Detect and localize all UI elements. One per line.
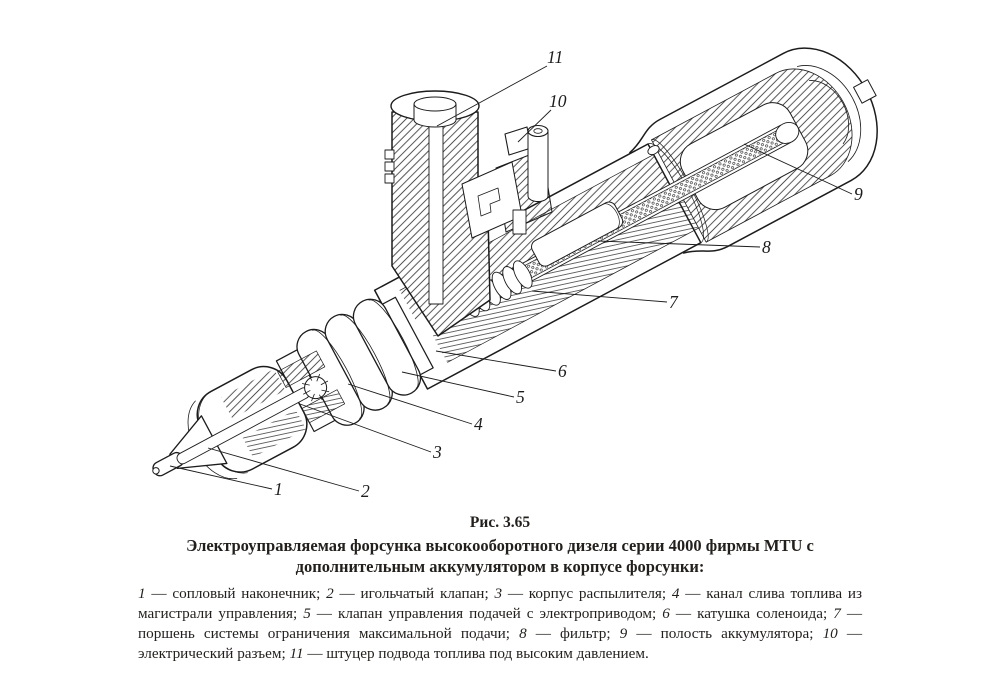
connector-tab-small <box>512 209 527 235</box>
figure-title: Электроуправляемая форсунка высокооборот… <box>186 536 814 577</box>
rib-arc <box>368 299 419 389</box>
callout-label-8: 8 <box>762 237 771 257</box>
callout-label-7: 7 <box>669 292 679 312</box>
top-face-hole <box>647 145 660 156</box>
rib-arc <box>312 329 363 419</box>
callout-label-9: 9 <box>854 184 863 204</box>
callout-label-11: 11 <box>547 47 563 67</box>
legend-item-text: — игольчатый клапан; <box>333 585 495 603</box>
valve-hatch-top <box>277 350 326 388</box>
callout-label-3: 3 <box>432 442 442 462</box>
leader-line-11 <box>436 65 548 127</box>
legend-item-number: 2 <box>326 585 334 603</box>
legend-item-number: 9 <box>619 625 628 643</box>
leader-line-9 <box>743 143 853 195</box>
leader-line-8 <box>597 240 761 248</box>
bulb-cut-shading-bottom <box>242 409 307 458</box>
callout-leaders <box>169 65 853 492</box>
channel-end-cap <box>775 122 800 144</box>
legend-item-text: — клапан управления подачей с электропри… <box>310 605 663 623</box>
figure-legend: 1 — сопловый наконечник; 2 — игольчатый … <box>138 584 862 664</box>
connector-socket <box>504 126 532 156</box>
fitting-bore-notch <box>413 104 457 128</box>
callout-label-5: 5 <box>516 387 525 407</box>
fitting-bore <box>428 121 444 305</box>
leader-line-10 <box>517 109 552 143</box>
legend-item-number: 6 <box>662 605 670 623</box>
rib-ring <box>352 298 422 396</box>
leader-line-6 <box>435 350 557 372</box>
valve-hatch-bottom <box>301 389 346 424</box>
control-valve <box>277 350 346 424</box>
leader-line-3 <box>299 403 432 453</box>
callout-label-2: 2 <box>361 481 370 501</box>
legend-item-text: — канал слива топлива из магистрали упра… <box>138 585 862 623</box>
legend-item-number: 5 <box>303 605 311 623</box>
dome-arc-inner <box>809 80 850 145</box>
sprayer-housing <box>187 365 308 480</box>
valve-teeth <box>301 373 330 402</box>
connector-pin-top <box>527 124 549 138</box>
dome-notch <box>853 79 877 104</box>
figure-drawing-area: 1 2 3 4 5 6 7 8 9 10 11 <box>152 47 878 501</box>
tip-orifice <box>152 467 160 475</box>
connector-pin-hole <box>533 128 543 134</box>
legend-item-text: — фильтр; <box>526 625 620 643</box>
rib-arc <box>340 314 391 404</box>
figure-caption: Рис. 3.65 Электроуправляемая форсунка вы… <box>0 511 1000 664</box>
injector-cutaway-drawing: 1 2 3 4 5 6 7 8 9 10 11 <box>152 47 878 501</box>
callout-label-10: 10 <box>549 91 567 111</box>
limit-piston <box>531 201 624 267</box>
leader-line-2 <box>207 447 360 492</box>
legend-item-text: — штуцер подвода топлива под высоким дав… <box>303 645 649 663</box>
figure-number: Рис. 3.65 <box>469 514 531 531</box>
callout-labels: 1 2 3 4 5 6 7 8 9 10 11 <box>274 47 863 501</box>
callout-label-4: 4 <box>474 414 483 434</box>
piston-cylinder <box>531 201 624 267</box>
fitting-bore-mouth <box>413 96 457 112</box>
callout-label-6: 6 <box>558 361 567 381</box>
legend-item-number: 8 <box>519 625 527 643</box>
leader-line-5 <box>401 371 515 398</box>
lower-cut-shading <box>432 199 699 363</box>
leader-line-4 <box>347 383 473 425</box>
fitting-groove <box>384 149 395 160</box>
piston-end-arc <box>602 203 620 230</box>
legend-item-number: 1 <box>138 585 146 603</box>
legend-item-text: — катушка соленоида; <box>669 605 834 623</box>
leader-line-1 <box>169 465 273 490</box>
connector-pin <box>527 132 549 202</box>
legend-item-number: 4 <box>671 585 680 603</box>
legend-item-text: — электрический разъем; <box>138 625 863 663</box>
plate-notch <box>477 187 501 217</box>
fitting-groove <box>384 161 395 172</box>
leader-line-7 <box>531 290 668 303</box>
legend-item-number: 3 <box>494 585 503 603</box>
electrical-connector <box>461 124 553 239</box>
legend-item-text: — корпус распылителя; <box>502 585 672 603</box>
legend-item-text: — сопловый наконечник; <box>145 585 327 603</box>
legend-item-number: 7 <box>833 605 841 623</box>
legend-item-number: 10 <box>822 625 838 643</box>
dome-arc-outer <box>796 65 862 163</box>
legend-item-text: — полость аккумулятора; <box>627 625 823 643</box>
legend-item-number: 11 <box>289 645 304 663</box>
callout-label-1: 1 <box>274 479 283 499</box>
bulb-cut-hatch-top <box>221 369 286 419</box>
spring-coil <box>512 260 533 289</box>
injector-body <box>152 47 878 480</box>
fitting-groove <box>384 173 395 184</box>
legend-item-text: — поршень системы ограничения максимальн… <box>138 605 862 643</box>
fuel-inlet-fitting <box>384 90 491 337</box>
body-chamfer-line-bottom <box>447 227 699 363</box>
